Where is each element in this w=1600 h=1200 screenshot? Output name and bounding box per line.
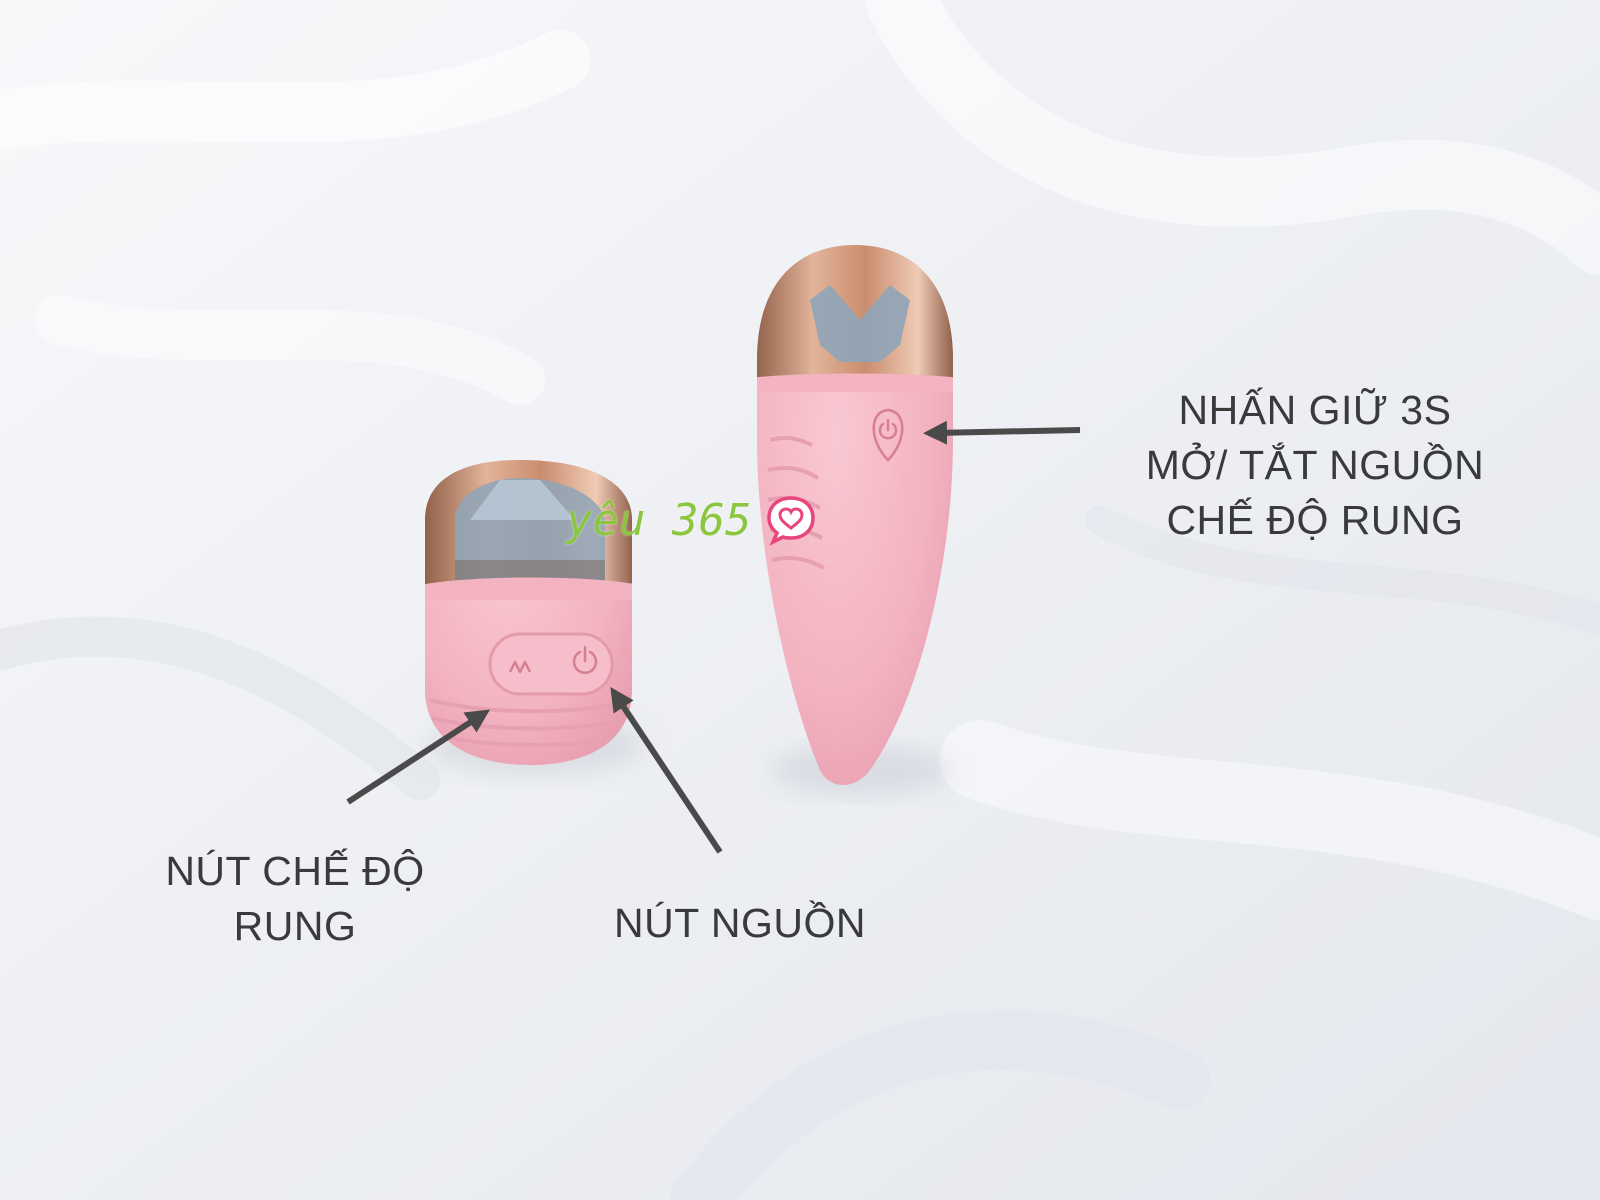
arrow-to-egg-power <box>923 420 1081 445</box>
callout-arrows <box>346 420 1081 854</box>
power-button-line-1: NÚT NGUỒN <box>613 900 867 946</box>
watermark: yêu 365 <box>566 490 819 550</box>
arrow-to-mode-button <box>346 709 491 805</box>
mode-button-label: NÚT CHẾ ĐỘ RUNG <box>115 844 475 954</box>
mode-button-line-1: NÚT CHẾ ĐỘ <box>165 848 425 894</box>
mode-button-line-2: RUNG <box>233 903 357 949</box>
hold-power-line-1: NHẤN GIỮ 3S <box>1178 387 1452 433</box>
vibration-wave-icon <box>508 660 532 674</box>
arrow-to-power-button <box>610 687 723 854</box>
remote-control <box>425 460 632 765</box>
power-drop-icon <box>872 408 904 462</box>
watermark-text: yêu 365 <box>566 494 752 546</box>
hold-power-line-3: CHẾ ĐỘ RUNG <box>1166 497 1464 543</box>
hold-power-label: NHẤN GIỮ 3S MỞ/ TẮT NGUỒN CHẾ ĐỘ RUNG <box>1075 383 1555 548</box>
remote-button-panel <box>488 632 614 696</box>
hold-power-line-2: MỞ/ TẮT NGUỒN <box>1145 442 1485 488</box>
power-button-label: NÚT NGUỒN <box>560 896 920 951</box>
heart-chat-icon <box>767 496 816 546</box>
remote-power-icon <box>572 645 598 675</box>
